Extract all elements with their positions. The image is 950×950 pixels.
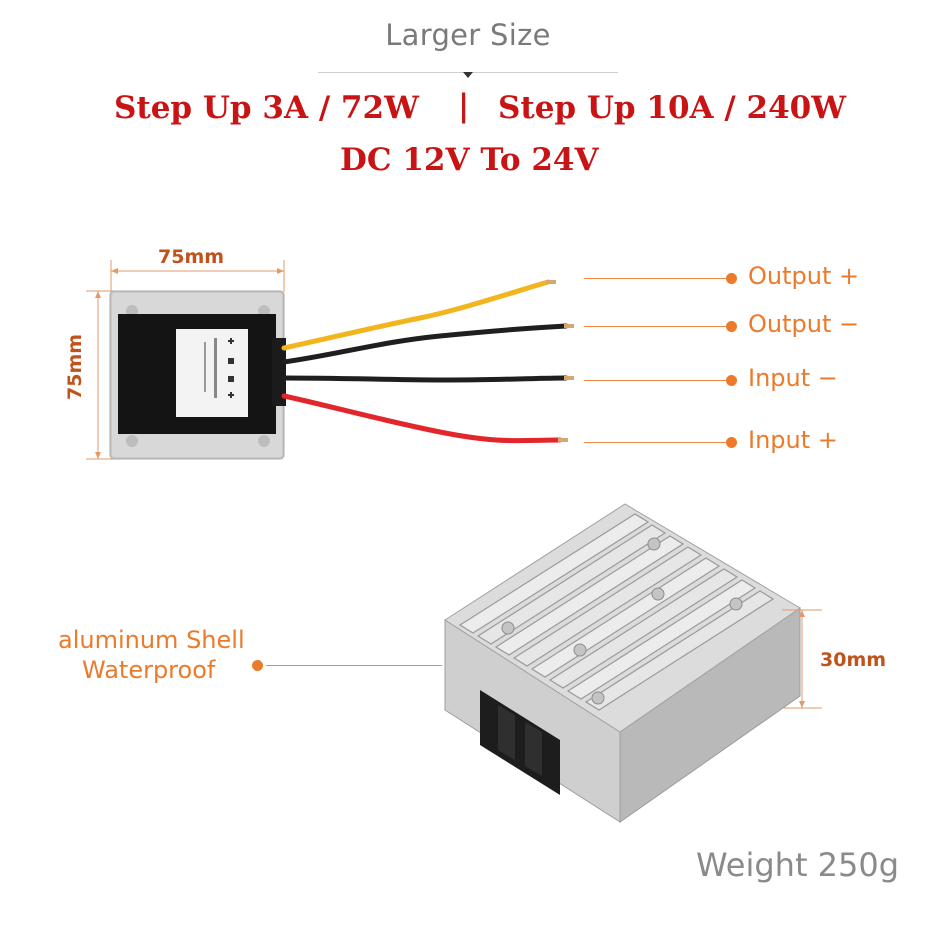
page-title: Larger Size xyxy=(385,18,551,52)
feature-line-1: aluminum Shell xyxy=(58,626,245,654)
depth-dimension xyxy=(782,609,822,709)
spec-10a-240w: Step Up 10A / 240W xyxy=(498,90,847,126)
leader-feature xyxy=(266,665,442,666)
label-input-minus: Input − xyxy=(748,364,838,392)
width-dimension xyxy=(110,260,285,292)
feature-line-2: Waterproof xyxy=(82,656,216,684)
wire-group xyxy=(281,279,569,444)
depth-label: 30mm xyxy=(820,649,887,671)
leader-output-plus xyxy=(584,278,732,279)
spec-3a-72w: Step Up 3A / 72W xyxy=(114,90,419,126)
leader-input-minus xyxy=(584,380,732,381)
label-input-plus: Input + xyxy=(748,426,838,454)
dot-output-minus xyxy=(726,321,737,332)
module-3d-view xyxy=(444,503,801,823)
module-top-view xyxy=(86,260,574,460)
divider-arrow-icon xyxy=(463,72,473,78)
spec-voltage: DC 12V To 24V xyxy=(340,142,599,178)
width-label: 75mm xyxy=(158,246,225,268)
spec-separator: | xyxy=(458,88,470,124)
height-label: 75mm xyxy=(64,333,86,400)
dot-feature xyxy=(252,660,263,671)
leader-output-minus xyxy=(584,326,732,327)
weight-label: Weight 250g xyxy=(696,846,900,884)
dot-input-plus xyxy=(726,437,737,448)
leader-input-plus xyxy=(584,442,732,443)
label-output-plus: Output + xyxy=(748,262,860,290)
dot-output-plus xyxy=(726,273,737,284)
dot-input-minus xyxy=(726,375,737,386)
label-output-minus: Output − xyxy=(748,310,860,338)
